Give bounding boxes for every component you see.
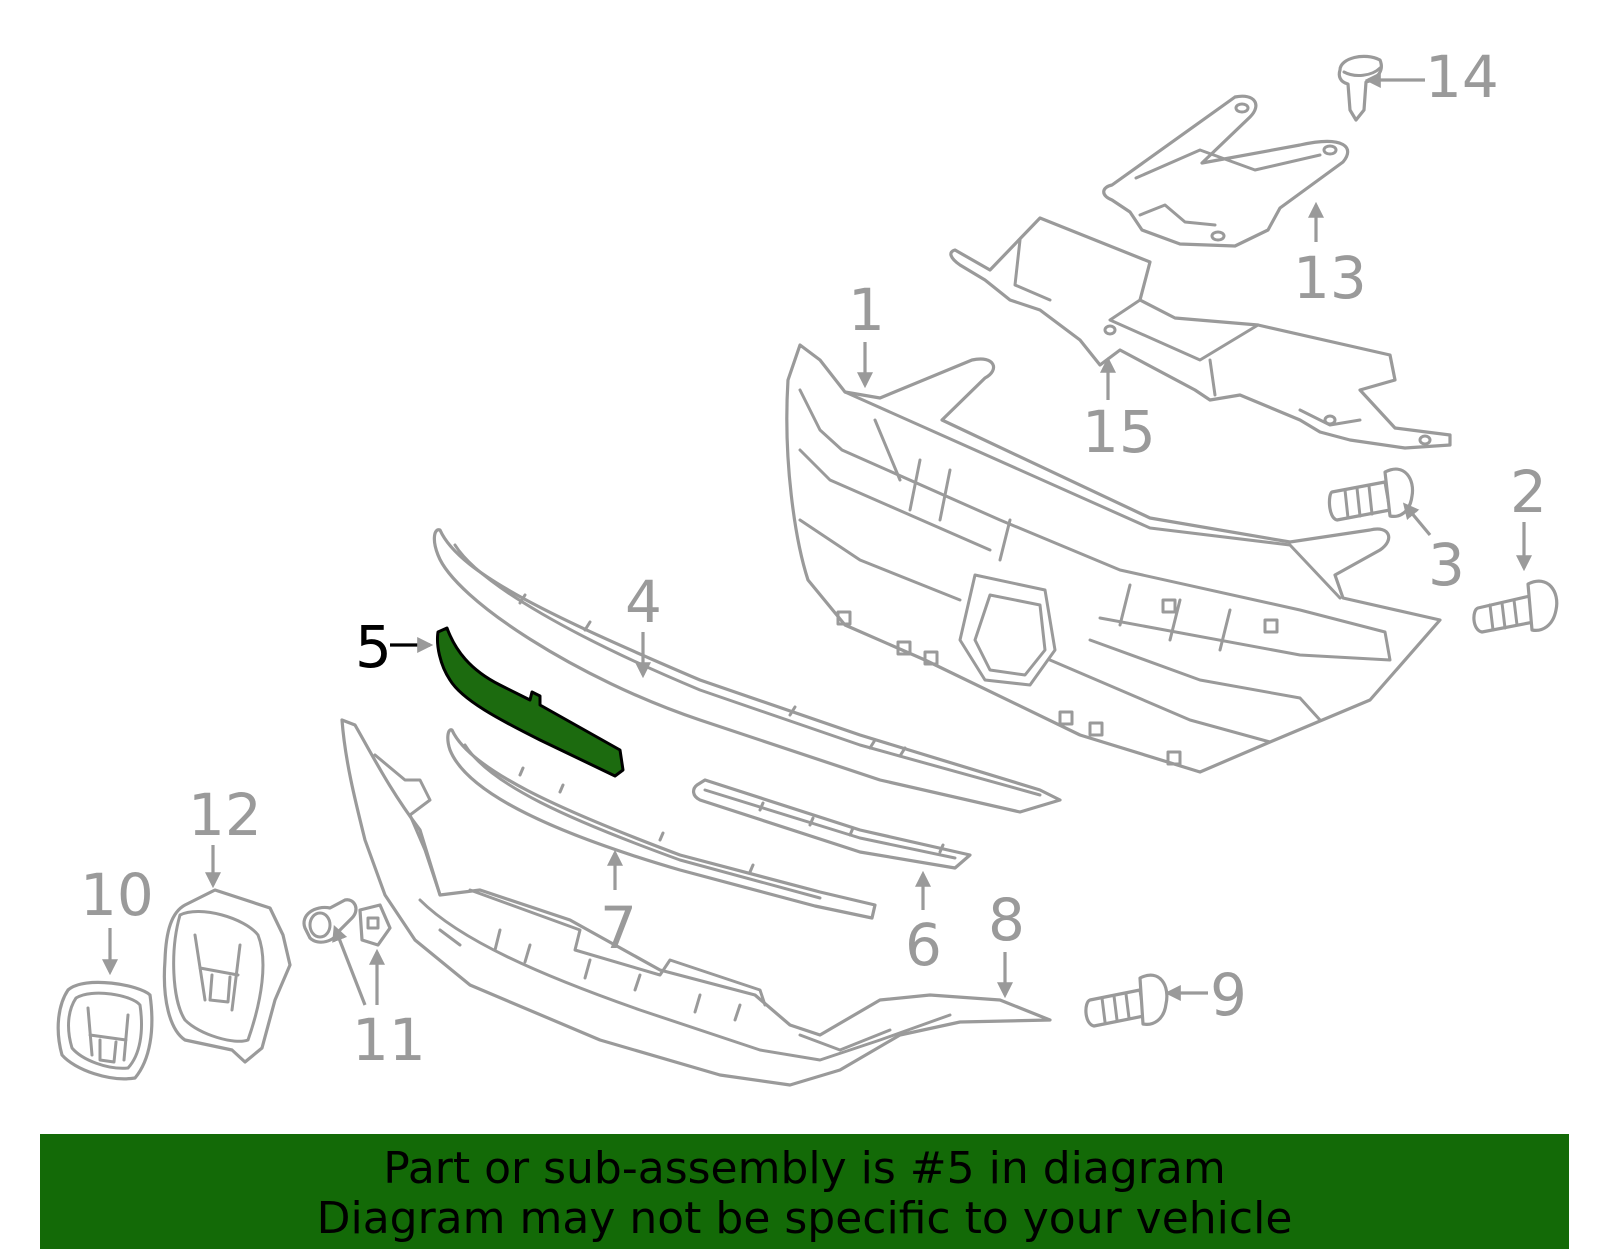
callout-13: 13 [1293,244,1367,312]
callout-4: 4 [625,568,662,636]
callout-6: 6 [905,911,942,979]
info-banner: Part or sub-assembly is #5 in diagram Di… [40,1134,1569,1249]
callout-15: 15 [1082,398,1156,466]
part-7-lower-molding[interactable] [446,728,877,920]
banner-line-1: Part or sub-assembly is #5 in diagram [383,1143,1226,1194]
banner-line-2: Diagram may not be specific to your vehi… [316,1193,1293,1244]
callout-11: 11 [352,1006,426,1074]
part-13-upper-bracket[interactable] [1102,94,1350,248]
part-5-molding-highlighted[interactable] [436,626,625,778]
part-12-emblem-base[interactable] [162,888,292,1064]
part-8-lower-grille[interactable] [340,718,1052,1087]
callout-5: 5 [355,613,392,681]
callout-2: 2 [1510,458,1547,526]
callout-1: 1 [848,276,885,344]
part-15-long-bracket[interactable] [949,216,1452,450]
part-3-bolt[interactable] [1327,467,1415,522]
part-11-clips[interactable] [302,898,392,947]
part-10-emblem[interactable] [56,980,154,1081]
part-9-bolt[interactable] [1084,973,1169,1028]
callout-12: 12 [188,781,262,849]
part-2-bolt[interactable] [1472,579,1559,634]
callout-3: 3 [1428,531,1465,599]
callout-9: 9 [1210,961,1247,1029]
part-1-grille-assembly[interactable] [785,343,1442,774]
part-6-short-molding[interactable] [692,778,972,870]
leader-arrows [102,72,1532,1006]
callout-7: 7 [600,894,637,962]
part-4-upper-molding[interactable] [432,528,1062,814]
part-14-clip[interactable] [1337,54,1383,122]
callout-10: 10 [80,861,154,929]
callout-8: 8 [988,886,1025,954]
callout-14: 14 [1425,43,1499,111]
